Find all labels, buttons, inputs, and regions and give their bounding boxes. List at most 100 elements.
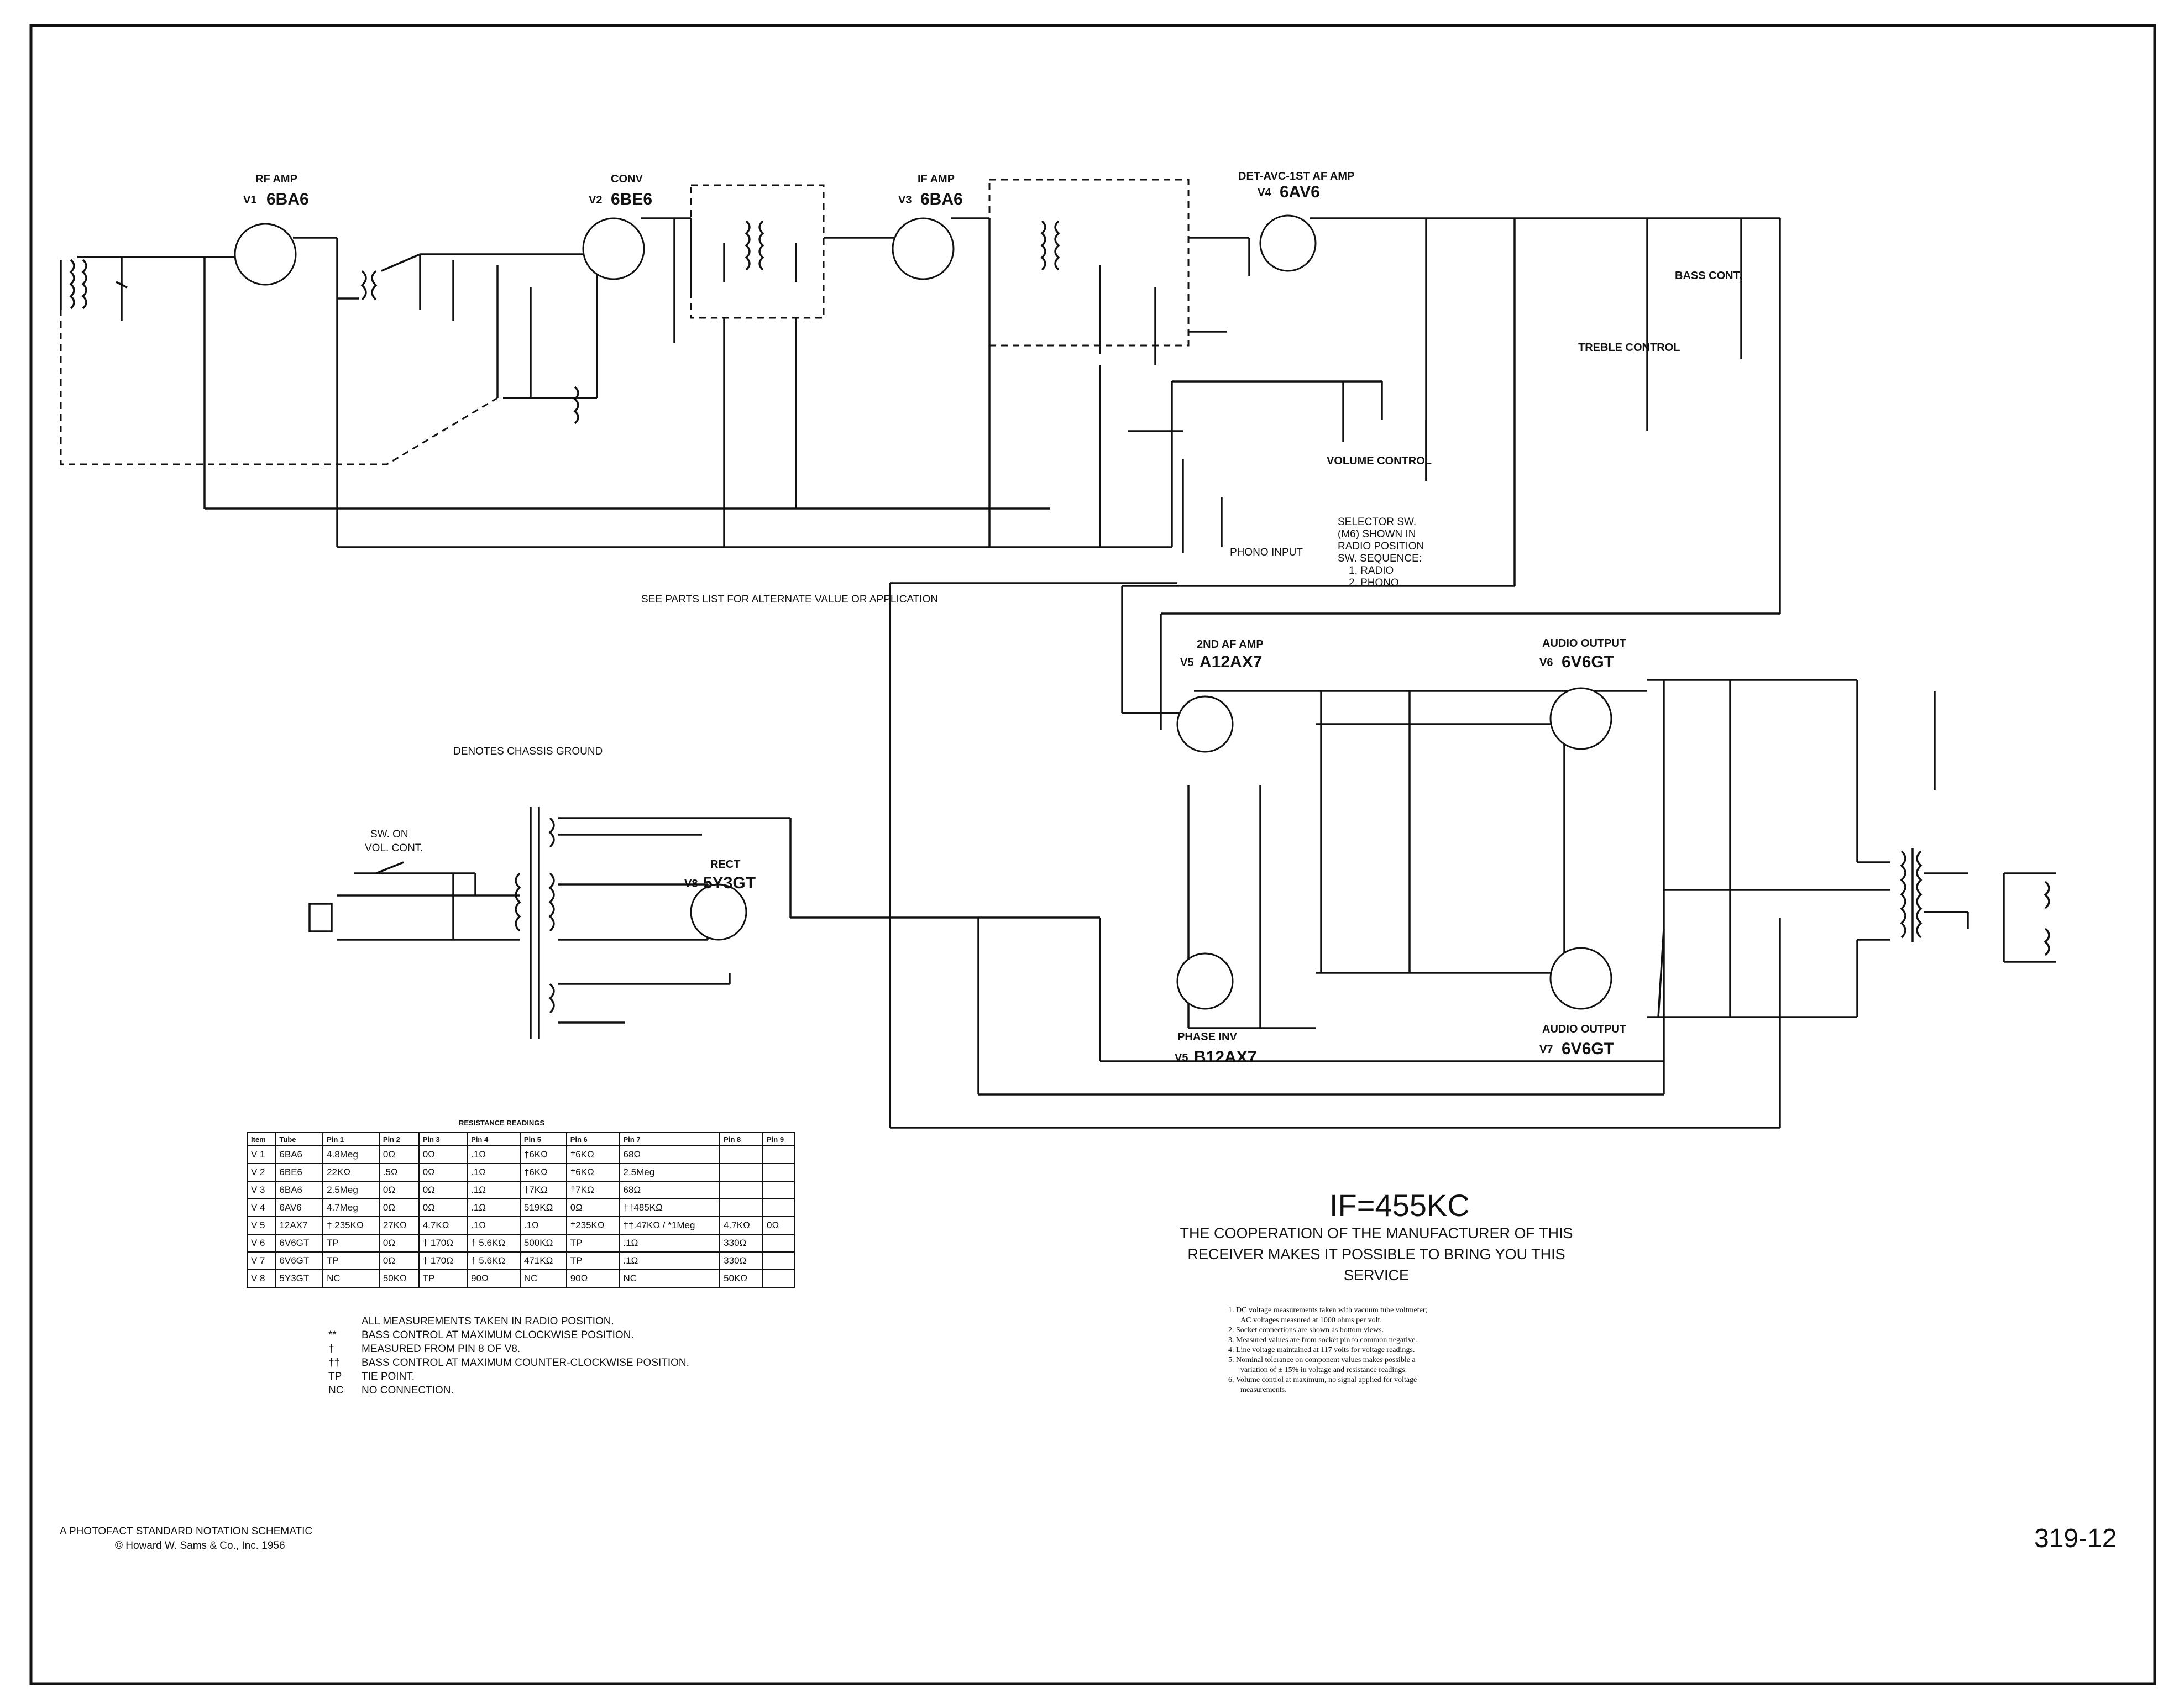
table-cell: †6KΩ <box>565 1163 620 1182</box>
v3-id: V3 <box>898 194 912 206</box>
header-cell: Pin 6 <box>565 1132 620 1146</box>
table-cell: .5Ω <box>378 1163 420 1182</box>
table-note: **BASS CONTROL AT MAXIMUM CLOCKWISE POSI… <box>328 1328 689 1342</box>
table-note-text: TIE POINT. <box>362 1371 415 1382</box>
v4-func: DET-AVC-1ST AF AMP <box>1238 170 1354 182</box>
page-code: 319-12 <box>2034 1524 2117 1553</box>
table-cell: V 3 <box>246 1181 276 1199</box>
table-cell: 0Ω <box>378 1181 420 1199</box>
header-cell: Pin 1 <box>322 1132 380 1146</box>
bass-control-label: BASS CONT. <box>1675 270 1742 282</box>
table-cell: 50KΩ <box>378 1269 420 1288</box>
table-note-text: BASS CONTROL AT MAXIMUM CLOCKWISE POSITI… <box>362 1329 634 1341</box>
table-cell: 330Ω <box>719 1234 764 1253</box>
cooperation-line-2: RECEIVER MAKES IT POSSIBLE TO BRING YOU … <box>1187 1246 1565 1283</box>
table-cell: 2.5Meg <box>322 1181 380 1199</box>
resistance-table-title: RESISTANCE READINGS <box>459 1119 545 1127</box>
v5a-func: 2ND AF AMP <box>1197 638 1264 651</box>
chassis-ground-note: DENOTES CHASSIS GROUND <box>453 746 603 757</box>
selector-line-4: SW. SEQUENCE: <box>1338 553 1422 564</box>
table-cell: NC <box>519 1269 567 1288</box>
page-border <box>29 24 2156 1685</box>
voltage-note-line: measurements. <box>1240 1386 1287 1394</box>
table-cell: .1Ω <box>467 1163 521 1182</box>
table-cell: V 7 <box>246 1251 276 1270</box>
table-cell: V 5 <box>246 1216 276 1235</box>
table-cell: 0Ω <box>378 1251 420 1270</box>
header-cell: Pin 7 <box>619 1132 721 1146</box>
table-cell: V 6 <box>246 1234 276 1253</box>
table-cell: 50KΩ <box>719 1269 764 1288</box>
table-cell: 27KΩ <box>378 1216 420 1235</box>
selector-line-1: SELECTOR SW. <box>1338 516 1416 528</box>
selector-line-5: 1. RADIO <box>1349 565 1394 577</box>
v4-id: V4 <box>1258 187 1271 199</box>
table-cell: .1Ω <box>519 1216 567 1235</box>
voltage-note-line: AC voltages measured at 1000 ohms per vo… <box>1240 1316 1382 1324</box>
tube-envelopes <box>234 214 1612 1010</box>
v5b-id: V5 <box>1175 1052 1188 1064</box>
footer-left: A PHOTOFACT STANDARD NOTATION SCHEMATIC … <box>60 1524 312 1553</box>
parts-list-note: SEE PARTS LIST FOR ALTERNATE VALUE OR AP… <box>641 594 938 605</box>
header-cell: Pin 8 <box>719 1132 764 1146</box>
v7-func: AUDIO OUTPUT <box>1542 1023 1626 1035</box>
table-cell: 90Ω <box>565 1269 620 1288</box>
volume-control-label: VOLUME CONTROL <box>1327 455 1432 467</box>
table-notes: ALL MEASUREMENTS TAKEN IN RADIO POSITION… <box>328 1314 689 1397</box>
v8-func: RECT <box>710 858 740 871</box>
table-cell: V 8 <box>246 1269 276 1288</box>
resistance-header-row: Item Tube Pin 1 Pin 2 Pin 3 Pin 4 Pin 5 … <box>246 1132 795 1146</box>
table-cell <box>762 1269 795 1288</box>
table-cell: TP <box>565 1234 620 1253</box>
table-cell: †6KΩ <box>565 1145 620 1164</box>
table-cell: †6KΩ <box>519 1163 567 1182</box>
header-cell: Pin 2 <box>378 1132 420 1146</box>
header-cell: Tube <box>275 1132 324 1146</box>
table-cell: 12AX7 <box>275 1216 324 1235</box>
v3-func: IF AMP <box>918 173 955 185</box>
table-cell: † 5.6KΩ <box>467 1251 521 1270</box>
v8-id: V8 <box>684 878 698 890</box>
table-cell: .1Ω <box>619 1234 721 1253</box>
power-switch-line-2: VOL. CONT. <box>365 842 423 854</box>
power-switch-line-1: SW. ON <box>370 829 408 840</box>
table-cell <box>719 1181 764 1199</box>
table-cell <box>719 1163 764 1182</box>
table-cell: † 170Ω <box>418 1234 468 1253</box>
v2-id: V2 <box>589 194 602 206</box>
table-cell: .1Ω <box>467 1181 521 1199</box>
table-cell <box>762 1145 795 1164</box>
table-note: ††BASS CONTROL AT MAXIMUM COUNTER-CLOCKW… <box>328 1356 689 1370</box>
table-cell <box>762 1198 795 1217</box>
table-cell: 0Ω <box>565 1198 620 1217</box>
table-cell: † 170Ω <box>418 1251 468 1270</box>
table-cell: 2.5Meg <box>619 1163 721 1182</box>
v3-type: 6BA6 <box>920 190 963 208</box>
table-cell: V 2 <box>246 1163 276 1182</box>
table-cell <box>719 1145 764 1164</box>
voltage-note-line: 6. Volume control at maximum, no signal … <box>1228 1376 1417 1384</box>
table-cell: † 5.6KΩ <box>467 1234 521 1253</box>
phono-input-label: PHONO INPUT <box>1230 547 1303 558</box>
rf-section-wiring <box>60 179 1781 614</box>
table-cell: 0Ω <box>418 1145 468 1164</box>
table-cell: 22KΩ <box>322 1163 380 1182</box>
table-cell: TP <box>322 1251 380 1270</box>
table-cell: 500KΩ <box>519 1234 567 1253</box>
v7-type: 6V6GT <box>1562 1040 1614 1058</box>
table-cell: 330Ω <box>719 1251 764 1270</box>
table-cell: NC <box>619 1269 721 1288</box>
v5a-id: V5 <box>1180 657 1193 669</box>
table-cell: ††.47KΩ / *1Meg <box>619 1216 721 1235</box>
table-cell: 68Ω <box>619 1145 721 1164</box>
